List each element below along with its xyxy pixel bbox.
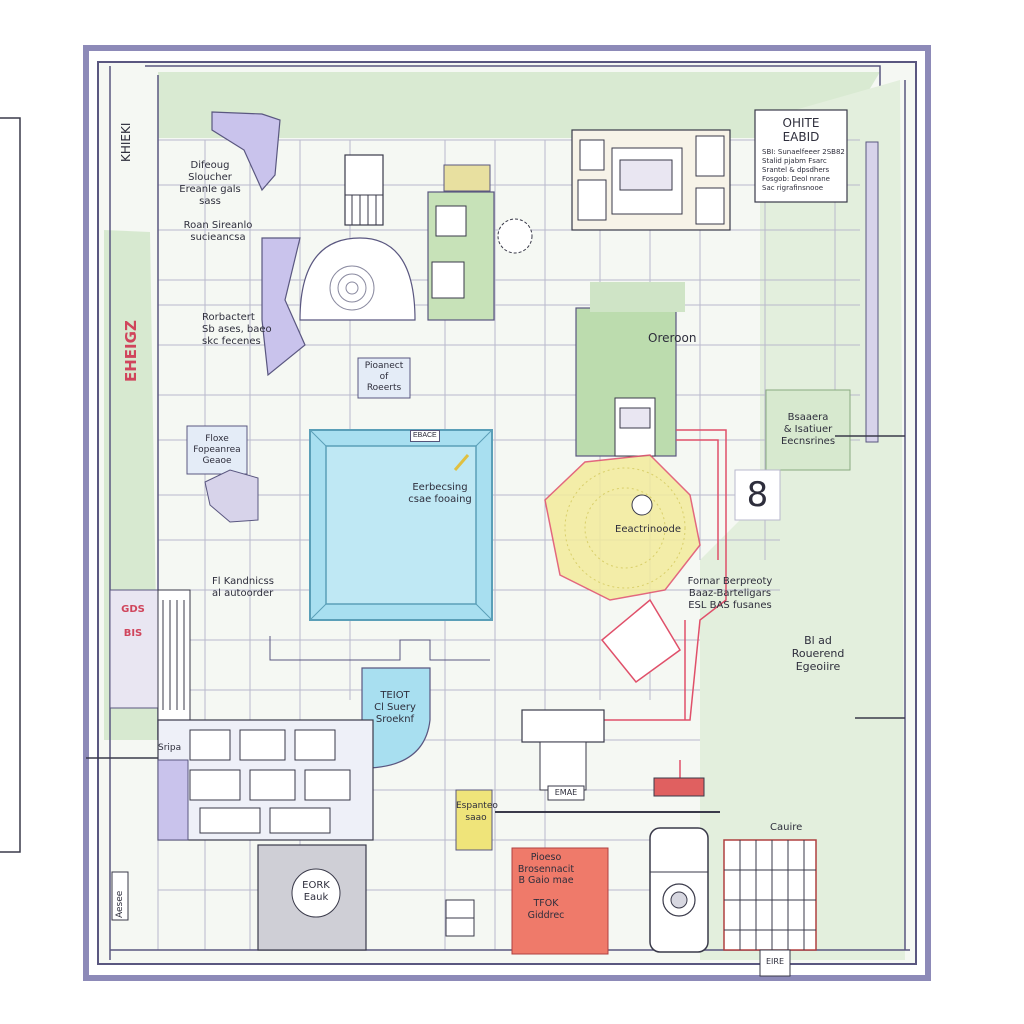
- center-small-label: Pioanect of Roeerts: [364, 361, 404, 393]
- top-garden: [158, 72, 880, 138]
- title-box-heading: OHITE EABID: [782, 116, 820, 144]
- left-red-small: GDS BIS: [121, 604, 145, 639]
- left-mid-label: Rorbactert Sb ases, baeo skc fecenes: [202, 312, 272, 347]
- yellow-circle-label: Eeactrinoode: [615, 524, 681, 535]
- lavender-ramp: [261, 237, 306, 377]
- title-box-note: SBI: Sunaelfeeer 2SB82 Stalid pjabm Fsar…: [762, 148, 845, 192]
- pool-border-walk: [269, 636, 490, 661]
- grey-block-emblem: [291, 868, 341, 918]
- stair-block: [344, 154, 384, 226]
- left-bottom-tag-box: [111, 871, 129, 921]
- right-garden: [700, 80, 905, 960]
- red-block-label: Pioeso Brosennacit B Gaio mae TFOK Giddr…: [517, 852, 575, 921]
- radial-center-icon: [631, 494, 653, 516]
- right-side-box: [765, 389, 851, 471]
- red-pipe-lines: [600, 429, 727, 780]
- big-number: 8: [746, 475, 769, 515]
- right-green-label: Bl ad Rouerend Egeoiire: [791, 634, 845, 673]
- center-small-box: [357, 357, 411, 399]
- left-lavender-shape: [204, 469, 259, 523]
- right-note: Fornar Berpreoty Baaz-Barteligars ESL BA…: [687, 576, 773, 611]
- equip-tag: EMAE: [554, 788, 578, 797]
- red-block: [511, 847, 609, 955]
- title-box: [754, 109, 848, 203]
- red-diamond-room: [600, 598, 681, 684]
- bottom-tag: EIRE: [765, 957, 785, 966]
- yellow-corner-panel: [455, 789, 493, 851]
- left-blue-box: [186, 425, 248, 475]
- top-left-label-b: Roan Sireanlo sucieancsa: [183, 220, 253, 243]
- yellow-radial-zone: [544, 454, 701, 601]
- shrub-icon: [497, 218, 533, 254]
- blue-quarter-label: TEIOT Cl Suery Sroeknf: [374, 690, 416, 725]
- yellow-panel: [443, 164, 491, 192]
- top-left-label-a: Difeoug Sloucher Ereanle gals sass: [179, 160, 241, 207]
- lavender-canopy: [211, 111, 281, 192]
- red-pump: [653, 777, 705, 797]
- left-bottom-tag: Sripa: [158, 743, 182, 753]
- left-box-label: Floxe Fopeanrea Geaoe: [193, 434, 241, 466]
- left-equipment-bay: [109, 589, 159, 709]
- right-bottom-label: Cauire: [770, 822, 803, 833]
- left-bracket-line: [0, 117, 21, 853]
- grey-block-label: EORK Eauk: [302, 880, 330, 903]
- right-side-label: Bsaaera & Isatiuer Eecnsrines: [780, 412, 836, 447]
- lower-mid-tag: Espanteo saao: [456, 801, 498, 823]
- arc-room: [299, 237, 416, 321]
- bottom-tag-box: [759, 949, 791, 977]
- green-block-title: Oreroon: [648, 331, 697, 345]
- left-vertical-label: KHIEKI: [119, 122, 133, 162]
- spiral-feature: [329, 265, 375, 311]
- pool-tag: EBACE: [410, 430, 440, 442]
- number-box: [734, 469, 781, 521]
- left-red-vertical-label: EHEIGZ: [122, 320, 140, 382]
- left-lower-label: Fl Kandnicss al autoorder: [212, 576, 274, 599]
- middle-equipment: [521, 709, 605, 743]
- right-column-strip: [865, 141, 879, 443]
- storage-rack: [723, 839, 817, 951]
- pool-label: Eerbecsing csae fooaing: [408, 482, 472, 505]
- left-bottom-vertical: Aesee: [115, 890, 125, 918]
